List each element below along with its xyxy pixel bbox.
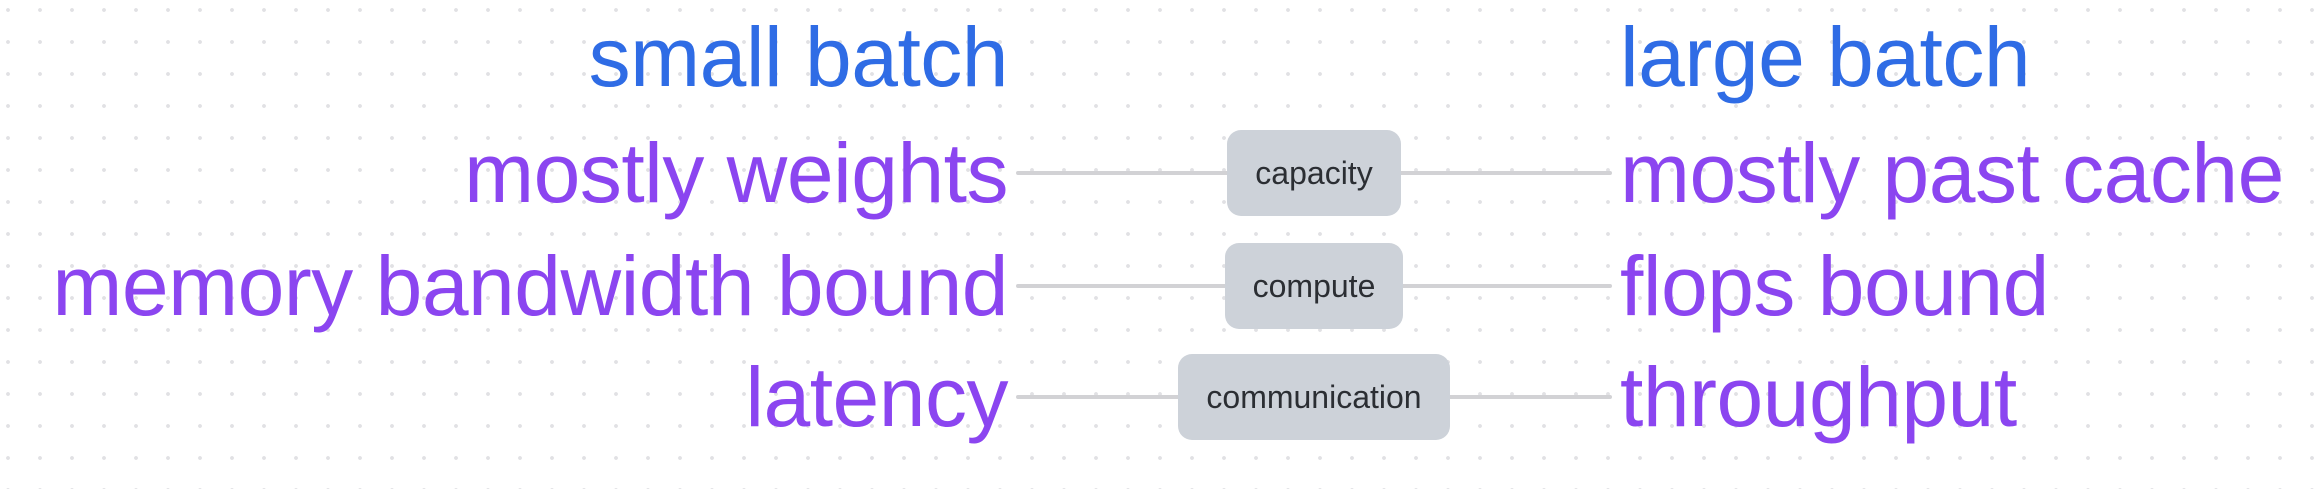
header-right-label: large batch: [1620, 9, 2031, 104]
right-label: mostly past cache: [1620, 125, 2284, 220]
header-left-label: small batch: [588, 9, 1009, 104]
left-label: latency: [745, 349, 1008, 444]
connector-node-communication: communication: [1178, 353, 1450, 441]
right-label: flops bound: [1620, 238, 2049, 333]
header-mid-cell: [1008, 1, 1620, 113]
row-left-cell: latency: [0, 353, 1008, 441]
header-row: small batch large batch: [0, 1, 2321, 113]
row-connector-cell: communication: [1008, 341, 1620, 453]
row-connector-cell: compute: [1008, 230, 1620, 342]
row-connector-cell: capacity: [1008, 117, 1620, 229]
left-label: mostly weights: [464, 125, 1008, 220]
connector-node-compute: compute: [1224, 242, 1404, 330]
row-left-cell: mostly weights: [0, 129, 1008, 217]
left-label: memory bandwidth bound: [52, 238, 1008, 333]
header-right-cell: large batch: [1620, 13, 2321, 101]
row-right-cell: mostly past cache: [1620, 129, 2321, 217]
row-right-cell: throughput: [1620, 353, 2321, 441]
right-label: throughput: [1620, 349, 2017, 444]
row-left-cell: memory bandwidth bound: [0, 242, 1008, 330]
connector-node-capacity: capacity: [1227, 129, 1401, 217]
header-left-cell: small batch: [0, 9, 1009, 104]
row-right-cell: flops bound: [1620, 242, 2321, 330]
comparison-row-compute: memory bandwidth bound compute flops bou…: [0, 230, 2321, 342]
comparison-row-capacity: mostly weights capacity mostly past cach…: [0, 117, 2321, 229]
comparison-row-communication: latency communication throughput: [0, 341, 2321, 453]
